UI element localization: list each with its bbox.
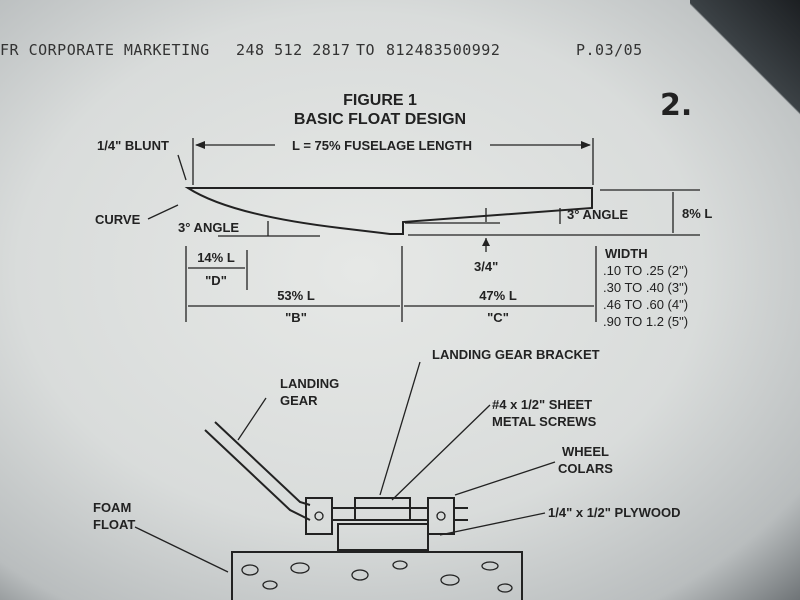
leader-line: [147, 204, 179, 220]
arrow-icon: [581, 141, 591, 149]
leader-line: [454, 461, 556, 496]
handwritten-page-number: 2.: [660, 88, 692, 123]
fax-sender: FR CORPORATE MARKETING: [0, 41, 210, 59]
label-wheel-colars: COLARS: [558, 461, 613, 476]
label-c-pct: 47% L: [479, 288, 517, 303]
leader-line: [391, 404, 491, 501]
figure-title: BASIC FLOAT DESIGN: [294, 111, 466, 128]
label-landing-gear-bracket: LANDING GEAR BRACKET: [432, 347, 600, 362]
label-height: 8% L: [682, 206, 712, 221]
label-wheel-colars: WHEEL: [562, 444, 609, 459]
label-step: 3/4": [474, 259, 498, 274]
width-row: .90 TO 1.2 (5"): [603, 314, 688, 329]
label-landing-gear: GEAR: [280, 393, 318, 408]
fax-page: P.03/05: [576, 41, 643, 59]
width-heading: WIDTH: [605, 246, 648, 261]
arrow-icon: [482, 238, 490, 246]
label-angle-front: 3° ANGLE: [178, 220, 239, 235]
width-row: .46 TO .60 (4"): [603, 297, 688, 312]
foam-texture: [241, 560, 513, 593]
figure-number: FIGURE 1: [343, 92, 417, 109]
leader-line: [134, 526, 229, 573]
landing-gear-wire: [204, 421, 311, 521]
label-d-pct: 14% L: [197, 250, 235, 265]
label-plywood: 1/4" x 1/2" PLYWOOD: [548, 505, 681, 520]
label-blunt: 1/4" BLUNT: [97, 138, 169, 153]
label-curve: CURVE: [95, 212, 141, 227]
label-length: L = 75% FUSELAGE LENGTH: [292, 138, 472, 153]
colar-hole: [314, 511, 324, 521]
label-angle-rear: 3° ANGLE: [567, 207, 628, 222]
label-screws: METAL SCREWS: [492, 414, 597, 429]
leader-line: [379, 361, 421, 496]
page-corner-shadow: [690, 0, 800, 140]
label-d-name: "D": [205, 273, 227, 288]
colar-hole: [436, 511, 446, 521]
label-landing-gear: LANDING: [280, 376, 339, 391]
plywood-block: [337, 523, 429, 551]
leader-line: [177, 154, 187, 181]
fax-to-number: 812483500992: [386, 41, 500, 59]
fax-from-number: 248 512 2817: [236, 41, 350, 59]
arrow-icon: [195, 141, 205, 149]
label-c-name: "C": [487, 310, 509, 325]
label-b-name: "B": [285, 310, 307, 325]
leader-line: [237, 397, 267, 441]
leader-line: [439, 512, 546, 536]
label-foam-float: FOAM: [93, 500, 131, 515]
width-row: .10 TO .25 (2"): [603, 263, 688, 278]
landing-gear-bracket: [354, 497, 411, 521]
wheel-colar-right: [427, 497, 455, 535]
foam-float: [231, 551, 523, 600]
wheel-colar-left: [305, 497, 333, 535]
float-profile: [184, 187, 593, 235]
label-foam-float: FLOAT: [93, 517, 135, 532]
fax-to-label: TO: [356, 41, 375, 59]
label-screws: #4 x 1/2" SHEET: [492, 397, 592, 412]
width-row: .30 TO .40 (3"): [603, 280, 688, 295]
label-b-pct: 53% L: [277, 288, 315, 303]
